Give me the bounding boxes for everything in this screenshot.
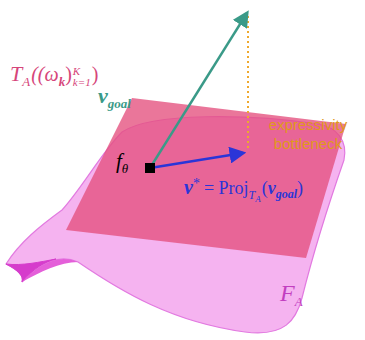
math-label: v*= ProjTA(vgoal) — [184, 176, 303, 199]
math-symbol: A — [255, 194, 261, 204]
index-stack: Kk=1 — [73, 66, 91, 88]
math-symbol: ((ω — [31, 63, 58, 85]
math-symbol: T — [10, 61, 22, 86]
math-symbol: A — [22, 74, 30, 89]
math-symbol: A — [295, 294, 303, 309]
math-label: TA((ωk)Kk=1) — [10, 62, 98, 88]
math-symbol: goal — [108, 96, 131, 111]
math-symbol: v — [98, 83, 108, 108]
math-index: k=1 — [73, 77, 91, 88]
point-marker — [145, 163, 155, 173]
math-symbol: k — [59, 74, 66, 89]
math-symbol: θ — [122, 161, 128, 176]
math-symbol: f — [116, 149, 122, 173]
math-index: K — [73, 66, 91, 77]
bottleneck-line — [247, 16, 249, 150]
math-label: vgoal — [98, 84, 131, 108]
math-symbol: ( — [262, 178, 268, 198]
math-symbol: v — [184, 176, 193, 198]
annotation-text: expressivity bottleneck — [258, 116, 358, 154]
math-symbol: goal — [276, 187, 297, 201]
math-label: fθ — [116, 150, 128, 173]
projected-vector — [150, 153, 243, 168]
math-symbol: ) — [297, 178, 303, 198]
math-label: FA — [280, 280, 303, 306]
surface-fold — [22, 259, 78, 282]
math-symbol: F — [280, 280, 295, 306]
math-symbol: ) — [65, 63, 72, 85]
math-symbol: v — [268, 178, 276, 198]
math-symbol: T — [249, 188, 256, 202]
math-symbol: ) — [92, 63, 99, 85]
math-symbol: * — [193, 176, 200, 191]
goal-vector — [150, 13, 247, 168]
math-symbol: = Proj — [204, 178, 249, 198]
